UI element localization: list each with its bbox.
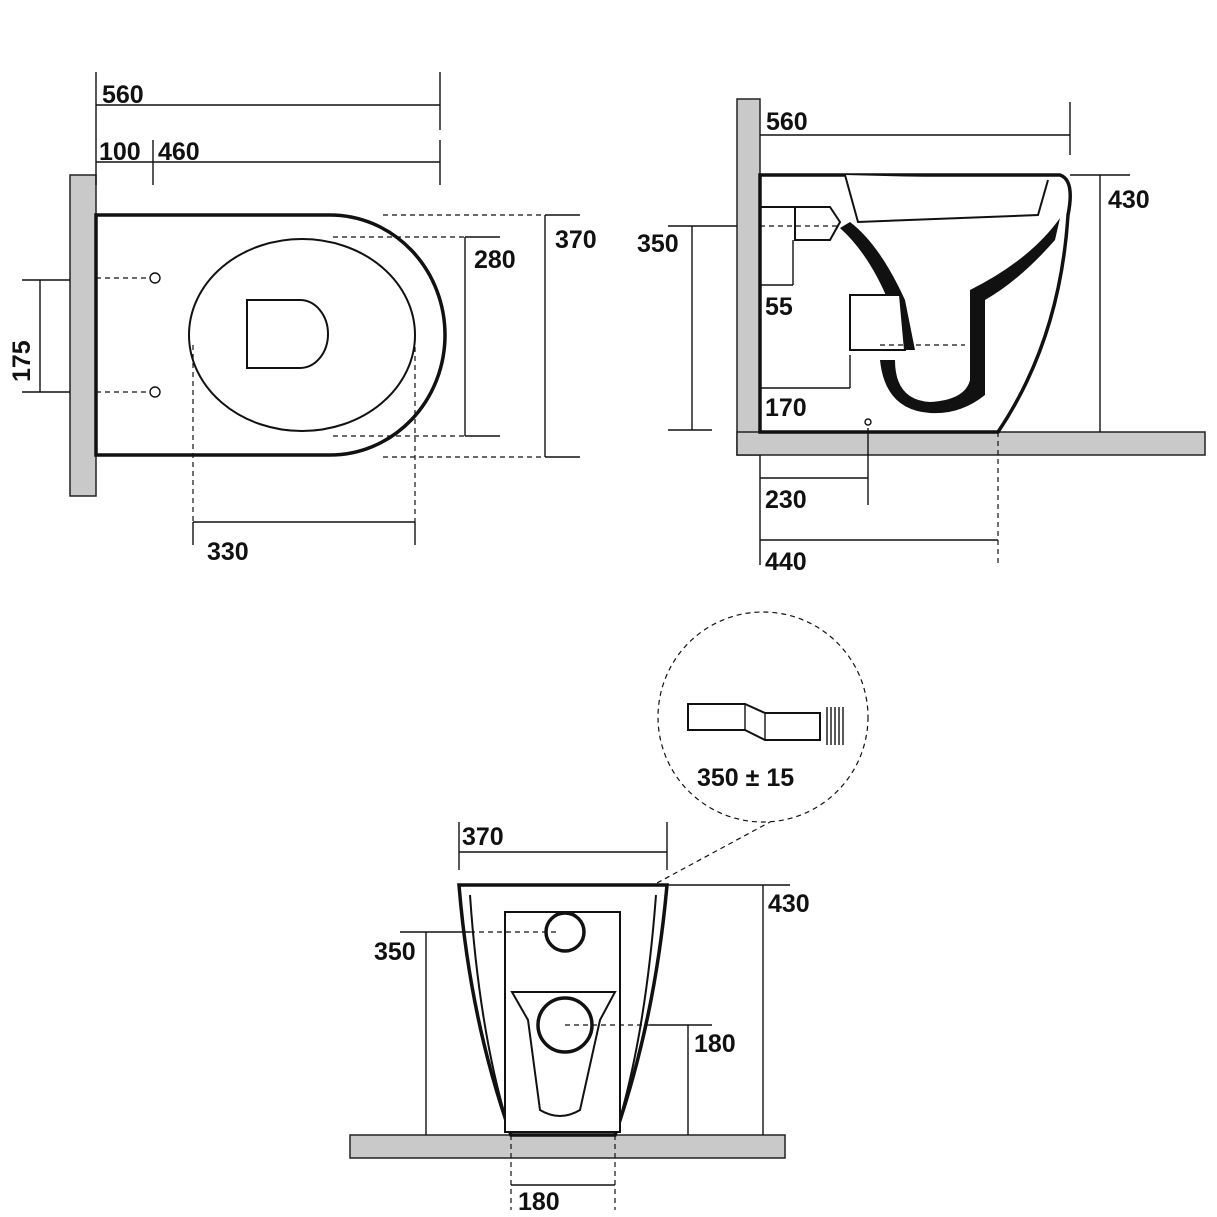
floor (349, 1134, 786, 1159)
dim-overall-length: 560 (766, 108, 808, 136)
outlet-pipe (849, 294, 907, 351)
connector-pipe (687, 703, 821, 741)
fixing-point (864, 418, 872, 426)
dim-overall-width: 370 (555, 226, 597, 254)
dim-seat-width: 280 (474, 246, 516, 274)
side-view: 560 430 350 55 170 230 440 (637, 98, 1206, 576)
dim-wall-offset: 100 (99, 138, 141, 166)
dim-height: 430 (768, 890, 810, 918)
dim-outlet-height: 180 (694, 1030, 736, 1058)
wall (736, 98, 761, 456)
inlet-pipe (760, 206, 842, 241)
dim-overall-length: 560 (102, 81, 144, 109)
pan-outline (758, 173, 1072, 434)
dim-height: 430 (1108, 186, 1150, 214)
seat-profile (844, 174, 1049, 224)
top-view: 560 100 460 370 280 175 330 (8, 72, 597, 566)
dim-connector-range: 350 ± 15 (697, 764, 794, 792)
fixing-hole (149, 386, 161, 398)
inner-outline (469, 894, 657, 1136)
fixing-hole (149, 272, 161, 284)
dim-fixing-spacing: 175 (8, 340, 36, 382)
connector-rings (826, 707, 844, 745)
dim-seat-length: 330 (207, 538, 249, 566)
wall (69, 174, 97, 497)
dim-inlet-depth: 55 (765, 293, 793, 321)
dim-width: 370 (462, 823, 504, 851)
dim-base-length: 440 (765, 548, 807, 576)
dim-inlet-height: 350 (374, 938, 416, 966)
dim-base-width: 180 (518, 1188, 560, 1216)
front-view: 370 430 350 180 180 (349, 822, 810, 1216)
floor (736, 431, 1206, 456)
dim-pan-length: 460 (158, 138, 200, 166)
connector-detail: 350 ± 15 (569, 611, 869, 931)
bowl-opening (246, 299, 329, 369)
dim-outlet-center: 230 (765, 486, 807, 514)
dim-outlet-depth: 170 (765, 394, 807, 422)
bowl-trap (840, 218, 1060, 414)
dim-inlet-height: 350 (637, 230, 679, 258)
